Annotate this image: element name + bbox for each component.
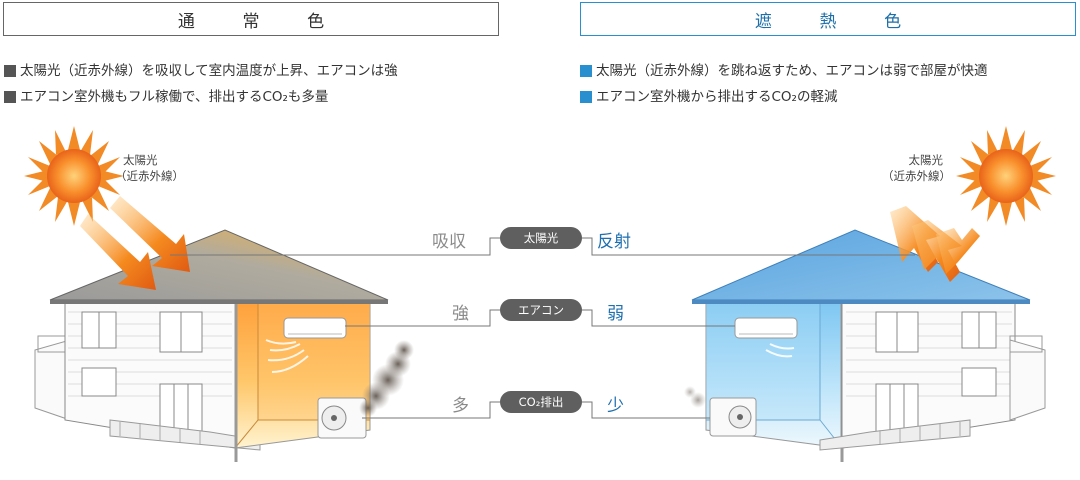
heat-shield-color-header: 遮 熱 色 [580, 2, 1076, 36]
absorb-label: 吸収 [432, 232, 466, 252]
normal-color-bullets: 太陽光（近赤外線）を吸収して室内温度が上昇、エアコンは強 エアコン室外機もフル稼… [4, 58, 398, 110]
co2-emission-pill: CO₂排出 [500, 391, 582, 413]
square-bullet-icon [580, 65, 592, 77]
left-sunlight-arrows [80, 196, 190, 290]
reflect-label: 反射 [597, 232, 631, 252]
many-label: 多 [452, 396, 469, 416]
connector-lines [170, 237, 915, 419]
strong-label: 強 [452, 304, 469, 324]
heat-shield-bullets: 太陽光（近赤外線）を跳ね返すため、エアコンは弱で部屋が快適 エアコン室外機から排… [580, 58, 988, 110]
square-bullet-icon [4, 65, 16, 77]
aircon-pill: エアコン [500, 299, 582, 321]
square-bullet-icon [4, 91, 16, 103]
normal-color-header: 通 常 色 [3, 2, 499, 36]
weak-label: 弱 [607, 304, 624, 324]
right-sun-label: 太陽光 （近赤外線） [882, 153, 951, 183]
left-sun-icon [24, 126, 124, 226]
bullet-item: 太陽光（近赤外線）を跳ね返すため、エアコンは弱で部屋が快適 [580, 58, 988, 84]
square-bullet-icon [580, 91, 592, 103]
right-house [684, 229, 1046, 462]
left-sun-label: 太陽光 （近赤外線） [115, 153, 184, 183]
sunlight-pill: 太陽光 [500, 227, 582, 249]
bullet-item: エアコン室外機から排出するCO₂の軽減 [580, 84, 988, 110]
bullet-item: 太陽光（近赤外線）を吸収して室内温度が上昇、エアコンは強 [4, 58, 398, 84]
left-house [34, 229, 414, 462]
bullet-item: エアコン室外機もフル稼働で、排出するCO₂も多量 [4, 84, 398, 110]
right-sun-icon [956, 126, 1056, 226]
few-label: 少 [607, 396, 624, 416]
